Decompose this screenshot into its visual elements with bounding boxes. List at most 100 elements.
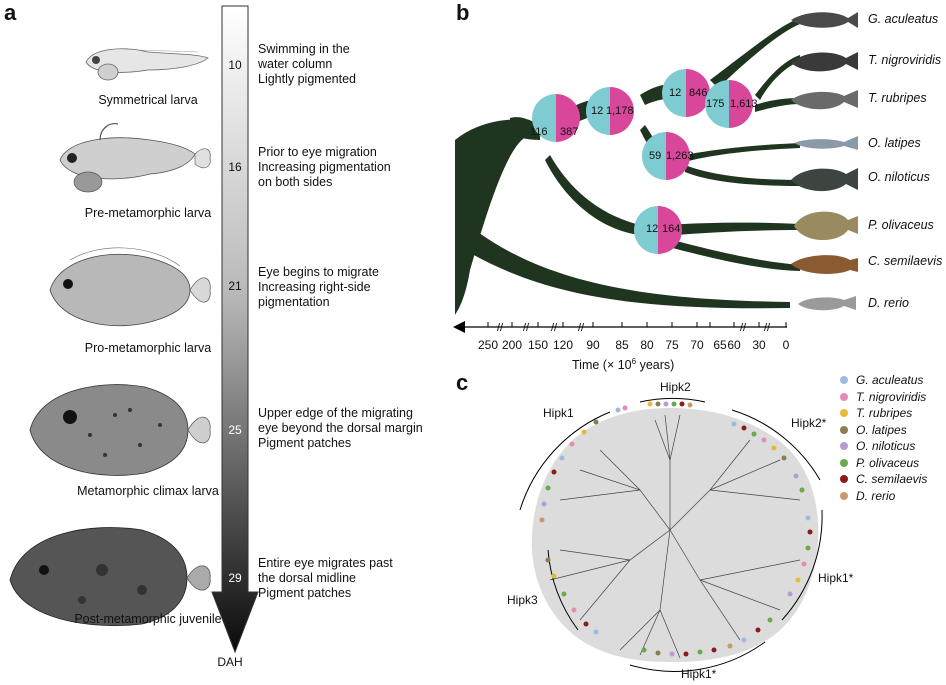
node4-right: 1,613: [730, 98, 758, 110]
species-o-niloticus: O. niloticus: [868, 170, 930, 184]
node6-right: 164: [662, 223, 681, 235]
tick-85: 85: [615, 338, 629, 352]
species-t-rubripes: T. rubripes: [868, 91, 927, 105]
dah-axis-label: DAH: [217, 655, 243, 669]
tree-lines: [549, 414, 801, 659]
dah-arrow: [211, 5, 259, 654]
legend-dot: [840, 376, 848, 385]
stage-name-3: Pro-metamorphic larva: [84, 341, 212, 355]
clade-hipk3: Hipk3: [507, 593, 538, 607]
pie-node-2: [586, 87, 634, 135]
pie-node-4: [705, 80, 753, 128]
legend-item: D. rerio: [840, 488, 927, 505]
legend-dot: [840, 409, 848, 418]
tick-60: 60: [727, 338, 741, 352]
pie-node-1: [532, 94, 580, 142]
stage-name-1: Symmetrical larva: [98, 93, 198, 107]
node2-right: 1,178: [606, 105, 634, 117]
svg-text://: //: [578, 322, 585, 334]
species-p-olivaceus: P. olivaceus: [868, 218, 934, 232]
tick-90: 90: [586, 338, 600, 352]
svg-text://: //: [740, 322, 747, 334]
tree-branches: [455, 18, 800, 315]
symmetrical-larva-illustration: [85, 48, 209, 81]
node5-right: 1,263: [666, 150, 694, 162]
time-axis: // // // // // //: [453, 321, 787, 334]
species-t-nigroviridis: T. nigroviridis: [868, 53, 942, 67]
pro-metamorphic-larva-illustration: [49, 247, 211, 327]
node4-left: 175: [706, 98, 725, 110]
legend-item: C. semilaevis: [840, 471, 927, 488]
legend-dot: [840, 425, 848, 434]
phylogeny-tree: // // // // // //: [453, 18, 800, 334]
legend-item: P. olivaceus: [840, 455, 927, 472]
tip-dots: [539, 401, 813, 657]
legend-item: G. aculeatus: [840, 372, 927, 389]
dah-16: 16: [228, 160, 242, 174]
tick-250: 250: [477, 338, 499, 352]
hipk-tree: [519, 398, 823, 672]
node3-left: 12: [669, 87, 682, 99]
time-axis-label: Time (× 106 years): [572, 357, 675, 373]
stage-name-4: Metamorphic climax larva: [77, 484, 219, 498]
dah-10: 10: [228, 58, 242, 72]
svg-text://: //: [523, 322, 530, 334]
node1-left: 116: [530, 126, 548, 138]
tick-65: 65: [713, 338, 727, 352]
tick-150: 150: [527, 338, 549, 352]
tick-80: 80: [640, 338, 654, 352]
metamorphic-climax-larva-illustration: [29, 384, 211, 476]
species-c-semilaevis: C. semilaevis: [868, 254, 943, 268]
clade-hipk2-star: Hipk2*: [791, 416, 827, 430]
species-legend: G. aculeatus T. nigroviridis T. rubripes…: [840, 372, 927, 504]
node3-right: 846: [689, 87, 708, 99]
tick-75: 75: [665, 338, 679, 352]
tick-120: 120: [552, 338, 574, 352]
tick-70: 70: [690, 338, 704, 352]
legend-item: T. rubripes: [840, 405, 927, 422]
node1-right: 387: [560, 126, 579, 138]
tick-0: 0: [782, 338, 790, 352]
legend-dot: [840, 475, 848, 484]
panel-b-label: b: [456, 0, 470, 25]
node5-left: 59: [649, 150, 662, 162]
node2-left: 12: [591, 105, 604, 117]
svg-text://: //: [551, 322, 558, 334]
panel-a-label: a: [4, 0, 17, 25]
tick-200: 200: [501, 338, 523, 352]
species-d-rerio: D. rerio: [868, 296, 909, 310]
tick-30: 30: [752, 338, 766, 352]
node6-left: 12: [646, 223, 659, 235]
legend-dot: [840, 458, 848, 467]
legend-item: O. latipes: [840, 422, 927, 439]
post-metamorphic-juvenile-illustration: [9, 527, 211, 626]
dah-29: 29: [228, 571, 242, 585]
legend-item: O. niloticus: [840, 438, 927, 455]
clade-hipk1-star-bottom: Hipk1*: [681, 667, 717, 681]
stage-name-5: Post-metamorphic juvenile: [74, 612, 222, 626]
svg-text://: //: [764, 322, 771, 334]
panel-c-label: c: [456, 370, 469, 395]
clade-hipk1-top: Hipk1: [543, 406, 574, 420]
legend-dot: [840, 442, 848, 451]
stage-name-2: Pre-metamorphic larva: [84, 206, 212, 220]
species-o-latipes: O. latipes: [868, 136, 921, 150]
legend-item: T. nigroviridis: [840, 389, 927, 406]
clade-hipk2: Hipk2: [660, 380, 691, 394]
clade-hipk1-star-right: Hipk1*: [818, 571, 854, 585]
pie-node-6: [634, 206, 682, 254]
dah-21: 21: [228, 279, 242, 293]
pie-node-3: [662, 69, 710, 117]
species-g-aculeatus: G. aculeatus: [868, 12, 939, 26]
legend-dot: [840, 392, 848, 401]
legend-dot: [840, 491, 848, 500]
pie-node-5: [642, 132, 690, 180]
pre-metamorphic-larva-illustration: [59, 123, 211, 193]
species-fish-icons: [791, 12, 858, 311]
svg-text://: //: [497, 322, 504, 334]
